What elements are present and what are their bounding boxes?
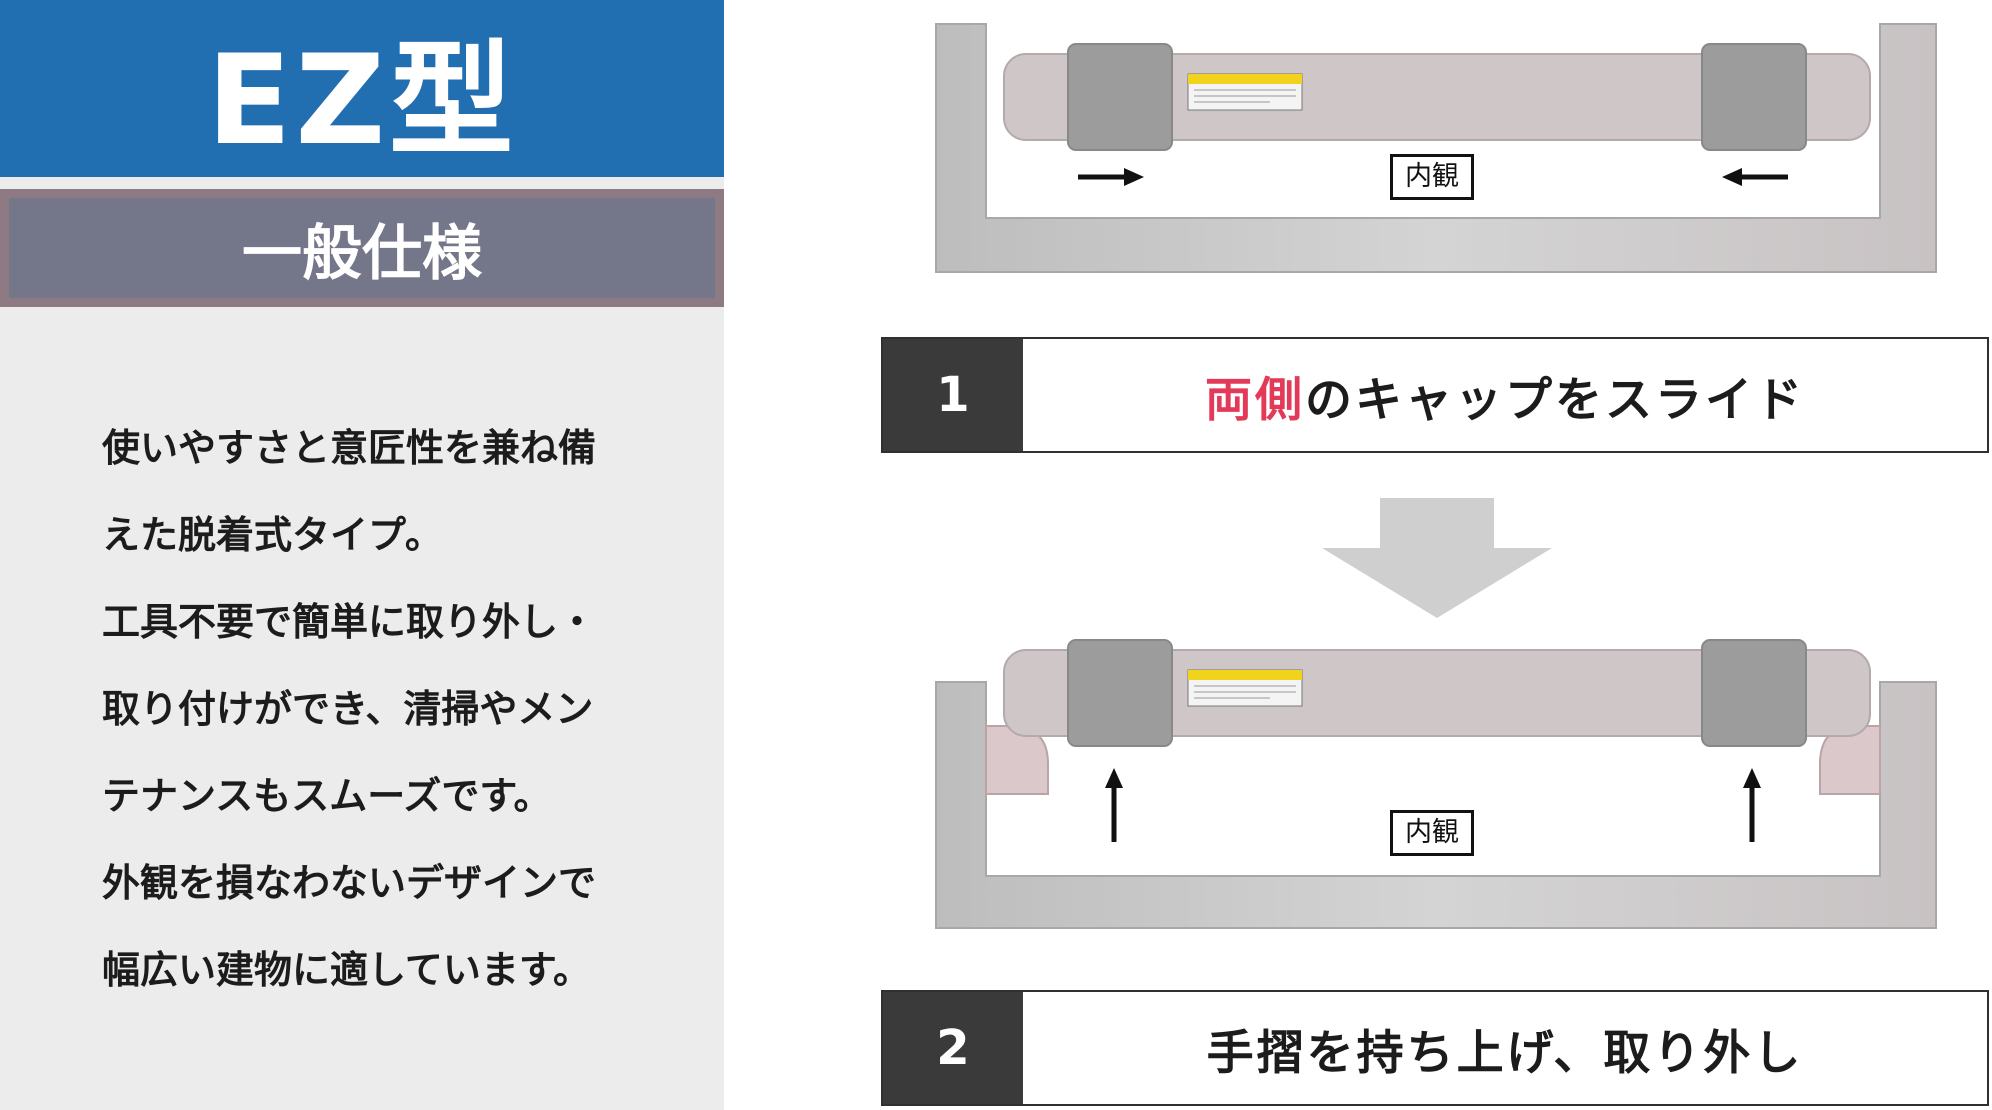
step-number: 2	[883, 992, 1023, 1104]
description-line: 使いやすさと意匠性を兼ね備	[102, 426, 597, 470]
interior-label: 内観	[1390, 810, 1474, 856]
description-line: テナンスもスムーズです。	[102, 774, 552, 818]
cap-right	[1701, 43, 1807, 151]
down-arrow-icon	[1322, 498, 1552, 618]
handrail-illustration-slide	[935, 23, 1937, 273]
cap-right	[1701, 639, 1807, 747]
cap-left	[1067, 43, 1173, 151]
frame	[935, 23, 1937, 273]
step-1: 1 両側のキャップをスライド	[881, 337, 1989, 453]
description: 使いやすさと意匠性を兼ね備 えた脱着式タイプ。 工具不要で簡単に取り外し・ 取り…	[102, 405, 702, 1014]
step-highlight: 両側	[1205, 372, 1305, 428]
description-line: 幅広い建物に適しています。	[102, 948, 592, 992]
description-line: えた脱着式タイプ。	[102, 513, 443, 557]
step-text: 両側のキャップをスライド	[1023, 339, 1987, 451]
arrow-up-icon	[1743, 768, 1761, 842]
arrow-left-icon	[1722, 168, 1788, 186]
description-line: 工具不要で簡単に取り外し・	[102, 600, 597, 644]
step-text: 手摺を持ち上げ、取り外し	[1023, 992, 1987, 1104]
subtitle-banner: 一般仕様	[0, 189, 724, 307]
step-number: 1	[883, 339, 1023, 451]
handrail-figure-lift: 内観	[930, 636, 1940, 936]
caution-sticker	[1187, 73, 1303, 111]
handrail-illustration-lift	[935, 639, 1937, 929]
arrow-right-icon	[1078, 168, 1144, 186]
handrail-figure-slide: 内観	[930, 18, 1940, 278]
subtitle: 一般仕様	[9, 198, 715, 298]
step-2: 2 手摺を持ち上げ、取り外し	[881, 990, 1989, 1106]
left-panel: EZ型 一般仕様 使いやすさと意匠性を兼ね備 えた脱着式タイプ。 工具不要で簡単…	[0, 0, 724, 1110]
interior-label: 内観	[1390, 154, 1474, 200]
arrow-up-icon	[1105, 768, 1123, 842]
description-line: 取り付けができ、清掃やメン	[102, 687, 594, 731]
caution-sticker	[1187, 669, 1303, 707]
page-title: EZ型	[0, 0, 724, 177]
description-line: 外観を損なわないデザインで	[102, 861, 597, 905]
step-label: のキャップをスライド	[1305, 372, 1805, 428]
cap-left	[1067, 639, 1173, 747]
step-label: 手摺を持ち上げ、取り外し	[1206, 1025, 1804, 1081]
